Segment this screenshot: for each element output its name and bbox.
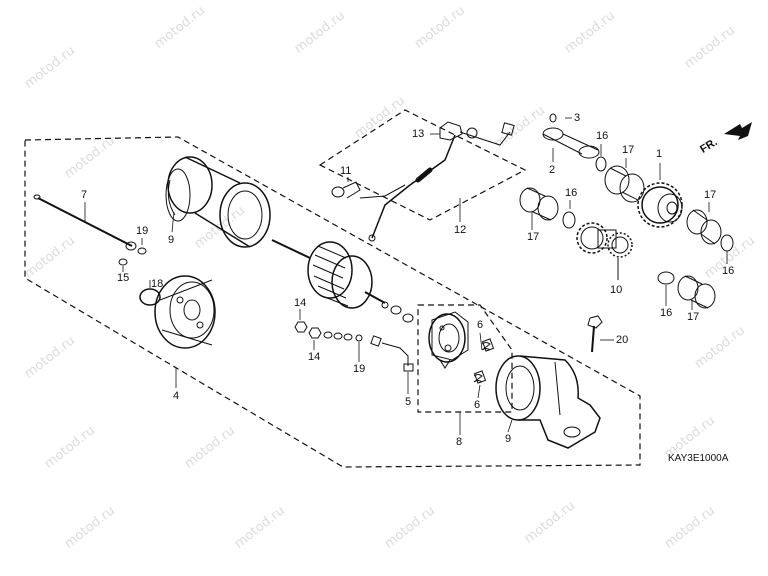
nut-14: [308, 327, 322, 339]
starter-gear-1: [637, 182, 683, 228]
assembly-boundary: [24, 136, 641, 468]
callout-2: 2: [549, 164, 556, 176]
bearing-17: [519, 187, 559, 221]
washer: [323, 331, 333, 339]
brush: [473, 370, 487, 384]
direction-arrow-icon: [724, 122, 752, 140]
callout-4: 4: [173, 390, 180, 402]
callout-1: 1: [656, 148, 663, 160]
callout-15: 15: [117, 272, 130, 284]
yoke-housing: [165, 156, 271, 248]
callout-11: 11: [340, 165, 352, 177]
callout-19: 19: [136, 225, 149, 237]
bearing-17: [604, 165, 645, 203]
washer-16: [562, 211, 576, 229]
thrust-washer: [402, 313, 414, 323]
callout-18: 18: [151, 278, 164, 290]
washer: [333, 332, 343, 340]
terminal-cap: [331, 181, 361, 199]
brush-holder-box: [417, 304, 513, 413]
nut-14: [294, 321, 308, 333]
washer-16: [657, 271, 675, 285]
callout-13: 13: [412, 128, 425, 140]
o-ring-18: [139, 288, 161, 306]
rear-cover: [495, 355, 601, 449]
brush-spring: [473, 374, 483, 383]
callout-16: 16: [596, 130, 609, 142]
callout-6: 6: [477, 319, 484, 331]
bearing-17: [686, 209, 722, 245]
armature: [271, 239, 386, 309]
bolt-20: [587, 315, 603, 353]
callout-14: 14: [294, 297, 307, 309]
pin-3: [549, 113, 557, 123]
callout-6: 6: [474, 399, 481, 411]
washer-19: [355, 334, 363, 342]
callout-12: 12: [454, 224, 467, 236]
callout-10: 10: [610, 284, 623, 296]
diagram-code: KAY3E1000A: [668, 453, 729, 464]
callout-17: 17: [622, 144, 635, 156]
harness-cable: [359, 121, 515, 242]
reduction-gear-10: [576, 222, 633, 280]
brush-holder: [428, 311, 469, 369]
callout-3: 3: [574, 112, 581, 124]
brush-spring: [481, 342, 491, 351]
washer-16: [720, 234, 734, 252]
callout-17: 17: [687, 311, 700, 323]
callout-16: 16: [660, 307, 673, 319]
front-cover: [154, 275, 216, 349]
thrust-washer: [381, 301, 389, 309]
callout-9: 9: [505, 433, 512, 445]
thrust-washer: [390, 305, 402, 315]
washer-15: [118, 258, 128, 266]
callout-17: 17: [704, 189, 717, 201]
bearing-17: [677, 275, 716, 309]
harness-box: [318, 109, 527, 221]
callout-19: 19: [353, 363, 366, 375]
callout-5: 5: [405, 396, 412, 408]
callout-16: 16: [722, 265, 735, 277]
leader-lines: [84, 117, 728, 435]
callout-20: 20: [616, 334, 629, 346]
callout-14: 14: [308, 351, 321, 363]
callout-8: 8: [456, 436, 463, 448]
callout-16: 16: [565, 187, 578, 199]
callout-9: 9: [168, 234, 175, 246]
callout-7: 7: [81, 189, 88, 201]
terminal-bolt: [370, 335, 414, 372]
washer-16: [595, 156, 607, 172]
callout-17: 17: [527, 231, 540, 243]
washer: [343, 333, 353, 341]
brush: [481, 338, 495, 352]
o-ring-small: [137, 247, 147, 255]
shaft-2: [542, 127, 600, 159]
